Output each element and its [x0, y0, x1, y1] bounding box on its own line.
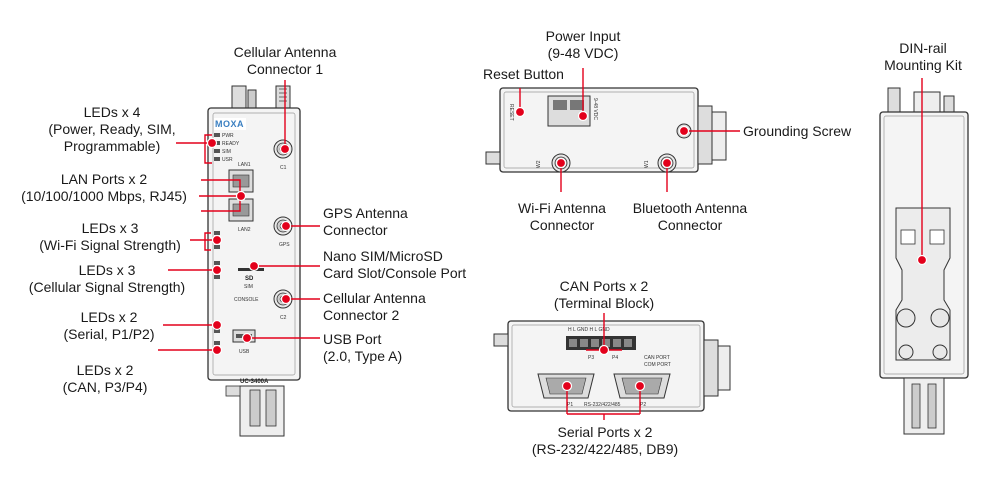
svg-text:COM PORT: COM PORT — [644, 362, 671, 368]
marker-serial-p1 — [561, 380, 573, 392]
callout-grounding-screw: Grounding Screw — [743, 123, 852, 139]
marker-leds-can — [211, 344, 223, 356]
svg-text:PWR: PWR — [222, 133, 234, 139]
svg-text:C2: C2 — [280, 315, 287, 321]
marker-grounding — [678, 125, 690, 137]
callout-usb-port: USB Port(2.0, Type A) — [323, 331, 403, 364]
front-view-device: MOXA PWR READY SIM USR LAN1 LAN2 C1 GPS … — [207, 85, 301, 437]
marker-lan — [235, 190, 247, 202]
marker-reset — [514, 106, 526, 118]
svg-text:9-48 VDC: 9-48 VDC — [592, 98, 598, 120]
marker-leds-power — [206, 137, 218, 149]
callout-lan-ports: LAN Ports x 2(10/100/1000 Mbps, RJ45) — [21, 171, 187, 204]
marker-bluetooth — [661, 157, 673, 169]
side-view-device — [879, 87, 969, 435]
svg-text:LAN2: LAN2 — [238, 227, 251, 233]
callout-can-ports: CAN Ports x 2(Terminal Block) — [553, 278, 655, 311]
top-view-device: RESET 9-48 VDC W2 W1 — [485, 87, 727, 173]
callout-markers — [206, 106, 928, 392]
brand-logo: MOXA — [215, 119, 244, 129]
marker-cellular-1 — [279, 143, 291, 155]
marker-serial-p2 — [634, 380, 646, 392]
model-label: UC-3400A — [240, 379, 269, 385]
svg-text:SD: SD — [245, 276, 254, 282]
svg-text:CONSOLE: CONSOLE — [234, 297, 259, 303]
callout-lines — [158, 68, 923, 420]
callout-leds-serial: LEDs x 2(Serial, P1/P2) — [63, 309, 155, 342]
svg-text:READY: READY — [222, 141, 240, 147]
svg-text:RS-232/422/485: RS-232/422/485 — [584, 402, 621, 408]
svg-text:P2: P2 — [640, 402, 646, 408]
marker-wifi — [555, 157, 567, 169]
marker-din-rail — [916, 254, 928, 266]
marker-cellular-2 — [280, 293, 292, 305]
callout-reset-button: Reset Button — [483, 66, 564, 82]
marker-usb — [241, 332, 253, 344]
callout-leds-power: LEDs x 4(Power, Ready, SIM,Programmable) — [48, 104, 176, 154]
svg-text:P4: P4 — [612, 355, 618, 361]
svg-text:GPS: GPS — [279, 242, 290, 248]
svg-text:SIM: SIM — [222, 149, 231, 155]
marker-leds-cellular — [211, 264, 223, 276]
svg-text:C1: C1 — [280, 165, 287, 171]
svg-text:W2: W2 — [536, 160, 542, 168]
callout-serial-ports: Serial Ports x 2(RS-232/422/485, DB9) — [531, 424, 679, 457]
marker-sim — [248, 260, 260, 272]
svg-text:LAN1: LAN1 — [238, 162, 251, 168]
callout-leds-can: LEDs x 2(CAN, P3/P4) — [62, 362, 148, 395]
svg-text:P1: P1 — [567, 402, 573, 408]
svg-text:P3: P3 — [588, 355, 594, 361]
marker-leds-serial — [211, 319, 223, 331]
callout-leds-wifi: LEDs x 3(Wi-Fi Signal Strength) — [39, 220, 181, 253]
marker-gps — [280, 220, 292, 232]
svg-text:USB: USB — [239, 349, 250, 355]
callout-power-input: Power Input(9-48 VDC) — [545, 28, 621, 61]
bottom-view-device: H L GND H L GND P3 P4 CAN PORT COM PORT … — [493, 320, 731, 412]
marker-can — [598, 344, 610, 356]
marker-leds-wifi — [211, 234, 223, 246]
svg-text:SIM: SIM — [244, 284, 253, 290]
svg-text:W1: W1 — [644, 160, 650, 168]
svg-text:H L GND H L GND: H L GND H L GND — [568, 327, 610, 333]
svg-text:RESET: RESET — [508, 104, 514, 121]
marker-power-input — [577, 110, 589, 122]
svg-text:USR: USR — [222, 157, 233, 163]
svg-text:CAN PORT: CAN PORT — [644, 355, 670, 361]
callout-leds-cellular: LEDs x 3(Cellular Signal Strength) — [28, 262, 186, 295]
